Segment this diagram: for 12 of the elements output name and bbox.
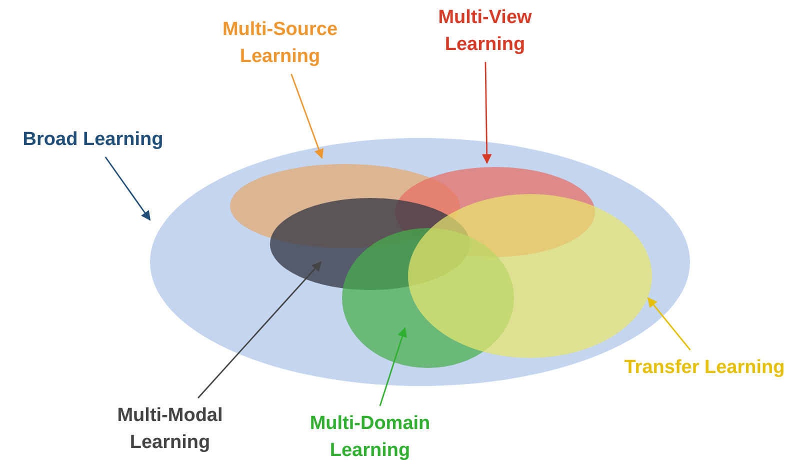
concept-label: Broad Learning	[8, 126, 178, 153]
leader-line	[379, 327, 407, 406]
leader-line	[104, 156, 151, 221]
leader-line	[482, 62, 492, 164]
leader-line	[290, 74, 324, 159]
concept-label: Multi-Modal Learning	[90, 402, 250, 456]
leader-line	[647, 297, 691, 350]
concept-label: Multi-Source Learning	[200, 16, 360, 70]
concept-label: Multi-Domain Learning	[290, 410, 450, 464]
leader-line	[198, 261, 322, 398]
concept-label: Transfer Learning	[607, 354, 802, 381]
concept-label: Multi-View Learning	[410, 4, 560, 58]
